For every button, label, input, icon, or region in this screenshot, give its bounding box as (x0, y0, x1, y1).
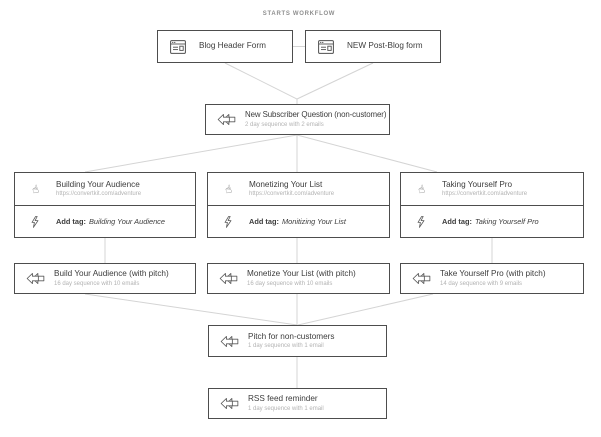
pointing-hand-icon: ☝ (416, 181, 426, 197)
node-subtitle: 16 day sequence with 10 emails (247, 280, 333, 287)
node-subtitle: 1 day sequence with 1 email (248, 405, 324, 412)
add-tag-value: Building Your Audience (88, 217, 165, 226)
double-left-arrows-icon (220, 398, 238, 409)
node-build-your-audience-pitch[interactable]: Build Your Audience (with pitch) 16 day … (14, 263, 196, 294)
node-title: Taking Yourself Pro (442, 179, 513, 189)
add-tag-label: Add tag: (442, 217, 472, 226)
node-title: Build Your Audience (with pitch) (54, 269, 169, 279)
node-title: Blog Header Form (199, 41, 266, 51)
lightning-icon (31, 215, 39, 228)
node-new-subscriber-question[interactable]: New Subscriber Question (non-customer) 2… (205, 104, 390, 135)
pointing-hand-icon: ☝ (30, 181, 40, 197)
lightning-icon (417, 215, 425, 228)
lightning-icon (224, 215, 232, 228)
add-tag-line: Add tag:Taking Yourself Pro (442, 217, 539, 226)
add-tag-value: Taking Yourself Pro (474, 217, 539, 226)
node-title: New Subscriber Question (non-customer) (245, 110, 387, 120)
node-subtitle: 1 day sequence with 1 email (248, 343, 324, 350)
node-building-your-audience[interactable]: ☝ Building Your Audience https://convert… (14, 172, 196, 238)
starts-workflow-label: STARTS WORKFLOW (262, 11, 336, 17)
node-url: https://convertkit.com/adventure (56, 191, 142, 198)
double-left-arrows-icon (26, 273, 44, 284)
add-tag-line: Add tag:Monitizing Your List (249, 217, 346, 226)
node-rss-feed-reminder[interactable]: RSS feed reminder 1 day sequence with 1 … (208, 388, 387, 419)
node-pitch-for-non-customers[interactable]: Pitch for non-customers 1 day sequence w… (208, 325, 387, 357)
node-take-yourself-pro-pitch[interactable]: Take Yourself Pro (with pitch) 14 day se… (400, 263, 584, 294)
node-taking-yourself-pro[interactable]: ☝ Taking Yourself Pro https://convertkit… (400, 172, 584, 238)
node-subtitle: 14 day sequence with 9 emails (440, 280, 523, 287)
node-title: Monetize Your List (with pitch) (247, 269, 356, 279)
node-url: https://convertkit.com/adventure (249, 191, 335, 198)
double-left-arrows-icon (217, 114, 235, 125)
node-title: Take Yourself Pro (with pitch) (440, 269, 546, 279)
node-subtitle: 2 day sequence with 2 emails (245, 121, 324, 128)
node-subtitle: 16 day sequence with 10 emails (54, 280, 140, 287)
add-tag-label: Add tag: (249, 217, 279, 226)
node-title: NEW Post-Blog form (347, 41, 423, 51)
browser-form-icon (170, 39, 186, 54)
browser-form-icon (318, 39, 334, 54)
add-tag-value: Monitizing Your List (281, 217, 346, 226)
node-blog-header-form[interactable]: Blog Header Form (157, 30, 293, 63)
pointing-hand-icon: ☝ (223, 181, 233, 197)
double-left-arrows-icon (412, 273, 430, 284)
double-left-arrows-icon (220, 335, 238, 347)
add-tag-line: Add tag:Building Your Audience (56, 217, 165, 226)
node-title: RSS feed reminder (248, 394, 318, 404)
add-tag-label: Add tag: (56, 217, 86, 226)
double-left-arrows-icon (219, 273, 237, 284)
node-title: Building Your Audience (56, 179, 140, 189)
node-monetize-your-list-pitch[interactable]: Monetize Your List (with pitch) 16 day s… (207, 263, 390, 294)
node-new-post-blog-form[interactable]: NEW Post-Blog form (305, 30, 441, 63)
node-title: Monetizing Your List (249, 179, 323, 189)
node-title: Pitch for non-customers (248, 331, 335, 341)
node-monetizing-your-list[interactable]: ☝ Monetizing Your List https://convertki… (207, 172, 390, 238)
node-url: https://convertkit.com/adventure (442, 191, 528, 198)
